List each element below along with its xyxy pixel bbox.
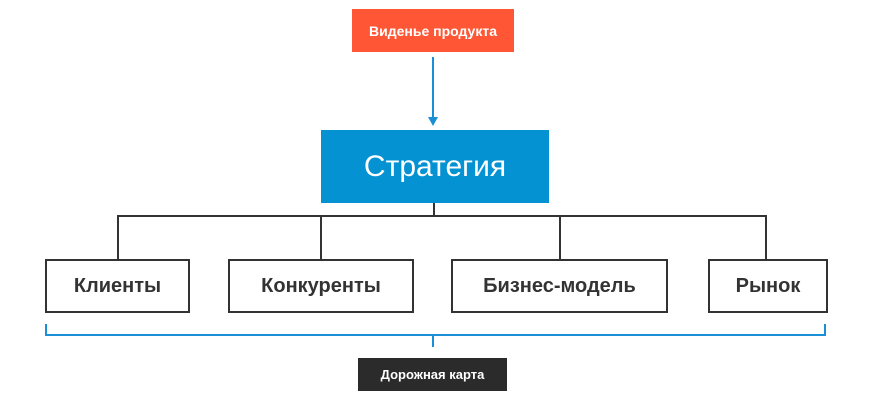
bracket: [432, 334, 434, 347]
connector: [433, 203, 435, 217]
child-box-competitors: Конкуренты: [228, 259, 414, 313]
connector: [559, 215, 561, 259]
bracket: [45, 324, 47, 336]
vision-box: Виденье продукта: [352, 9, 514, 52]
connector: [117, 215, 767, 217]
bracket: [45, 334, 826, 336]
child-box-market: Рынок: [708, 259, 828, 313]
connector: [117, 215, 119, 259]
child-box-clients: Клиенты: [45, 259, 190, 313]
strategy-box: Стратегия: [321, 130, 549, 203]
arrow-line: [432, 57, 434, 119]
bracket: [824, 324, 826, 336]
child-box-business-model: Бизнес-модель: [451, 259, 668, 313]
arrow-head-icon: [428, 117, 438, 126]
connector: [320, 215, 322, 259]
connector: [765, 215, 767, 259]
roadmap-box: Дорожная карта: [358, 358, 507, 391]
